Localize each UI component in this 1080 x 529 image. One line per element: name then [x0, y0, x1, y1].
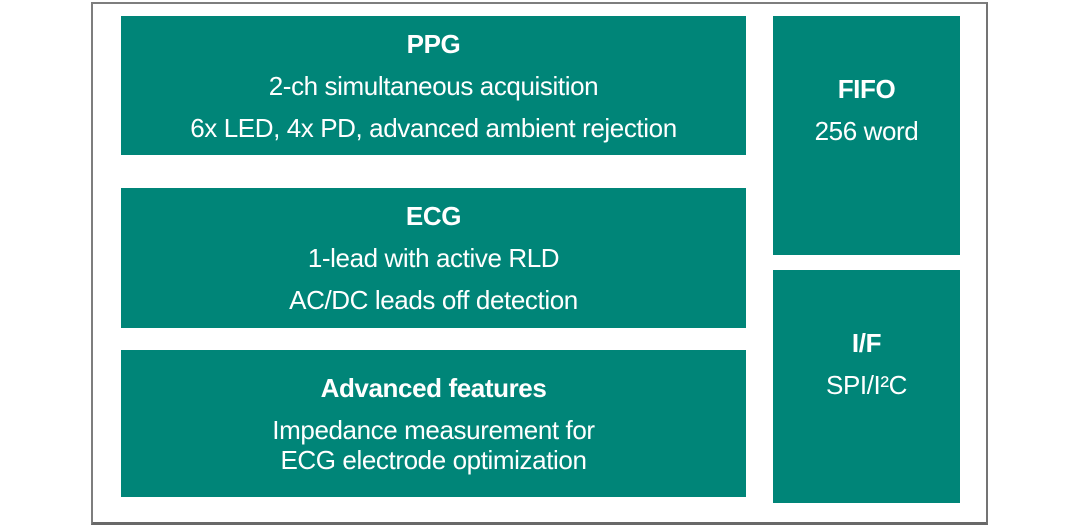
advanced-features-title: Advanced features — [320, 372, 547, 403]
fifo-block: FIFO 256 word — [773, 16, 960, 255]
interface-line-1: SPI/I²C — [826, 370, 907, 400]
ecg-line-1: 1-lead with active RLD — [307, 243, 560, 273]
fifo-line-1: 256 word — [814, 116, 919, 146]
fifo-title: FIFO — [837, 74, 896, 104]
interface-title: I/F — [851, 328, 882, 358]
advanced-features-line-1: Impedance measurement for — [272, 414, 595, 445]
advanced-features-body: Impedance measurement for ECG electrode … — [272, 414, 595, 475]
ppg-title: PPG — [406, 28, 461, 59]
ecg-block: ECG 1-lead with active RLD AC/DC leads o… — [121, 188, 746, 328]
ppg-line-1: 2-ch simultaneous acquisition — [268, 70, 599, 101]
ecg-title: ECG — [405, 201, 462, 231]
ppg-block: PPG 2-ch simultaneous acquisition 6x LED… — [121, 16, 746, 155]
advanced-features-line-2: ECG electrode optimization — [280, 444, 587, 475]
interface-block: I/F SPI/I²C — [773, 270, 960, 503]
ppg-line-2: 6x LED, 4x PD, advanced ambient rejectio… — [190, 112, 677, 143]
advanced-features-block: Advanced features Impedance measurement … — [121, 350, 746, 497]
ecg-line-2: AC/DC leads off detection — [289, 285, 578, 315]
